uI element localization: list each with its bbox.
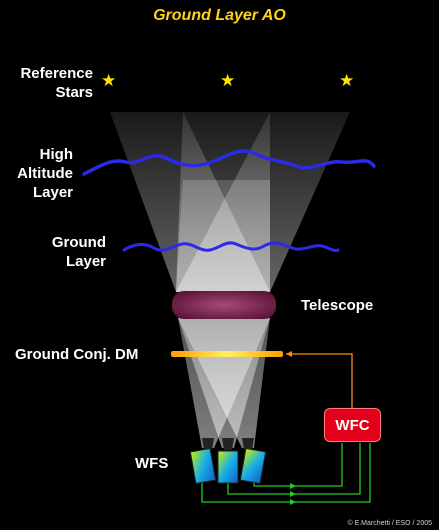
loop-arrow-head: [290, 499, 296, 505]
star-icon: ★: [339, 71, 355, 90]
page-title: Ground Layer AO: [153, 7, 286, 24]
credit: © E.Marchetti / ESO / 2005: [347, 520, 432, 527]
loop-wfs3: [253, 443, 343, 487]
wfs-detector-1: [189, 447, 217, 485]
reference-stars-line1: Reference: [20, 65, 93, 82]
ground-layer-line1: Ground: [51, 234, 106, 251]
wfs-detector-2: [217, 450, 239, 484]
beam-lower-right: [178, 318, 270, 448]
wfs-lens-3: [242, 438, 254, 450]
ground-layer-label: Ground Layer: [0, 233, 106, 271]
reference-stars-line2: Stars: [55, 84, 93, 101]
wfs-label: WFS: [135, 455, 169, 472]
beam-overlap: [176, 180, 270, 292]
loop-wfs1: [201, 443, 371, 503]
wfs-lens-1: [202, 438, 214, 450]
wfc-box: WFC: [324, 408, 381, 442]
ground-layer-line2: Layer: [65, 253, 106, 270]
high-altitude-line1: High: [39, 146, 73, 163]
high-altitude-line2: Altitude: [17, 165, 73, 182]
ground-layer-turbulence: [122, 241, 340, 252]
high-altitude-layer-label: High Altitude Layer: [0, 145, 73, 202]
star-icon: ★: [220, 71, 236, 90]
loop-arrow-head: [290, 483, 296, 489]
wfs-lens-2: [222, 438, 234, 450]
telescope-label: Telescope: [301, 297, 374, 314]
wfs-detector-3: [239, 447, 267, 485]
ground-dm-mirror: [171, 351, 283, 357]
reference-stars-label: Reference Stars: [0, 64, 93, 102]
loop-arrow-head: [290, 491, 296, 497]
high-altitude-turbulence: [82, 149, 376, 176]
loop-arrow-head: [286, 351, 292, 357]
loop-wfc-to-dm: [286, 353, 353, 408]
telescope-mirror: [172, 291, 276, 319]
star-icon: ★: [101, 71, 117, 90]
ground-dm-label: Ground Conj. DM: [15, 346, 139, 363]
high-altitude-line3: Layer: [32, 184, 73, 201]
